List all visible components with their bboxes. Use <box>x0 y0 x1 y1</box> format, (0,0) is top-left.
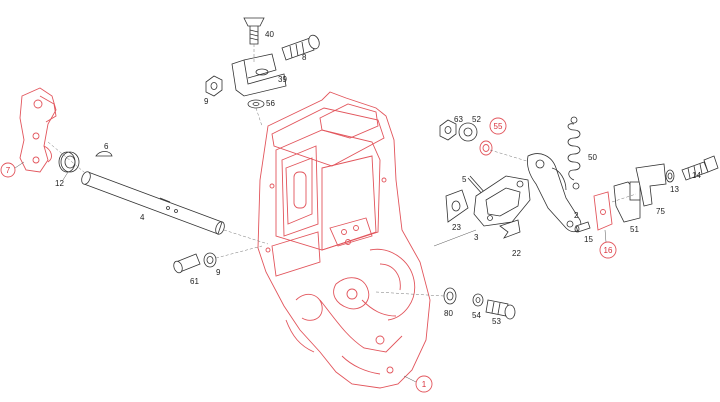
callout-14: 14 <box>692 171 701 180</box>
callout-13: 13 <box>670 185 679 194</box>
callout-16: 16 <box>604 246 613 255</box>
callout-6: 6 <box>104 142 109 151</box>
assembly-line-55 <box>489 149 531 163</box>
callout-61: 61 <box>190 277 199 286</box>
nut-part-80[interactable]: 80 <box>443 287 457 318</box>
callout-53: 53 <box>492 317 501 326</box>
plate-part-23[interactable]: 23 <box>445 189 469 232</box>
leader-3 <box>433 229 477 247</box>
callout-5: 5 <box>462 175 467 184</box>
screw-part-8[interactable]: 8 <box>281 34 321 62</box>
washer-part-13[interactable]: 13 <box>665 169 679 194</box>
spring-part-50[interactable]: 50 <box>567 116 597 190</box>
assembly-line-56 <box>255 107 263 127</box>
callout-marker-1: 1 <box>403 375 433 393</box>
shaft-part-4[interactable]: 4 <box>80 171 226 236</box>
bracket-part-75[interactable]: 75 <box>635 163 667 216</box>
washer-part-54[interactable]: 54 <box>472 293 484 320</box>
callout-22: 22 <box>512 249 521 258</box>
lever-part-2[interactable]: 2 <box>527 153 582 233</box>
callout-63: 63 <box>454 115 463 124</box>
bracket-part-51[interactable]: 51 <box>613 181 641 234</box>
assembly-line-lever <box>47 141 85 173</box>
lever-part-7[interactable]: 7 <box>0 87 57 178</box>
pin-part-15[interactable]: 15 <box>574 221 593 244</box>
callout-50: 50 <box>588 153 597 162</box>
callout-52: 52 <box>472 115 481 124</box>
screw-part-53[interactable]: 53 <box>485 299 516 326</box>
callout-75: 75 <box>656 207 665 216</box>
callout-9b: 9 <box>216 268 221 277</box>
callout-9a: 9 <box>204 97 209 106</box>
callout-12: 12 <box>55 179 64 188</box>
assembly-line-80 <box>375 291 445 297</box>
seal-part-12[interactable]: 12 <box>55 151 80 188</box>
screw-part-14[interactable]: 14 <box>681 155 719 181</box>
callout-56: 56 <box>266 99 275 108</box>
washer-part-9b[interactable]: 9 <box>203 252 221 277</box>
ring-part-55[interactable]: 55 <box>479 117 507 156</box>
callout-8: 8 <box>302 53 307 62</box>
bracket-part-3[interactable]: 3 <box>473 175 531 242</box>
bracket-part-39[interactable]: 39 <box>231 53 287 97</box>
callout-80: 80 <box>444 309 453 318</box>
callout-40: 40 <box>265 30 274 39</box>
washer-part-56[interactable]: 56 <box>247 99 275 109</box>
assembly-line-bolt61 <box>215 245 263 259</box>
plate-part-16[interactable]: 16 <box>593 191 617 259</box>
clip-part-22[interactable]: 22 <box>499 219 521 258</box>
callout-23: 23 <box>452 223 461 232</box>
callout-1: 1 <box>422 380 427 389</box>
callout-39: 39 <box>278 75 287 84</box>
screw-part-40[interactable]: 40 <box>243 17 274 45</box>
nut-part-9a[interactable]: 9 <box>204 75 223 106</box>
callout-7: 7 <box>6 166 11 175</box>
callout-54: 54 <box>472 311 481 320</box>
assembly-line-51 <box>611 193 637 203</box>
callout-3: 3 <box>474 233 479 242</box>
nut-part-63[interactable]: 63 <box>439 115 463 141</box>
bolt-part-61[interactable]: 61 <box>172 253 201 286</box>
bearing-part-52[interactable]: 52 <box>458 115 481 142</box>
callout-51: 51 <box>630 225 639 234</box>
assembly-line-shaft <box>223 229 269 245</box>
key-part-6[interactable]: 6 <box>95 142 113 157</box>
callout-2: 2 <box>574 211 579 220</box>
callout-4: 4 <box>140 213 145 222</box>
callout-55: 55 <box>494 122 503 131</box>
callout-15: 15 <box>584 235 593 244</box>
housing-part-1[interactable] <box>257 91 431 389</box>
